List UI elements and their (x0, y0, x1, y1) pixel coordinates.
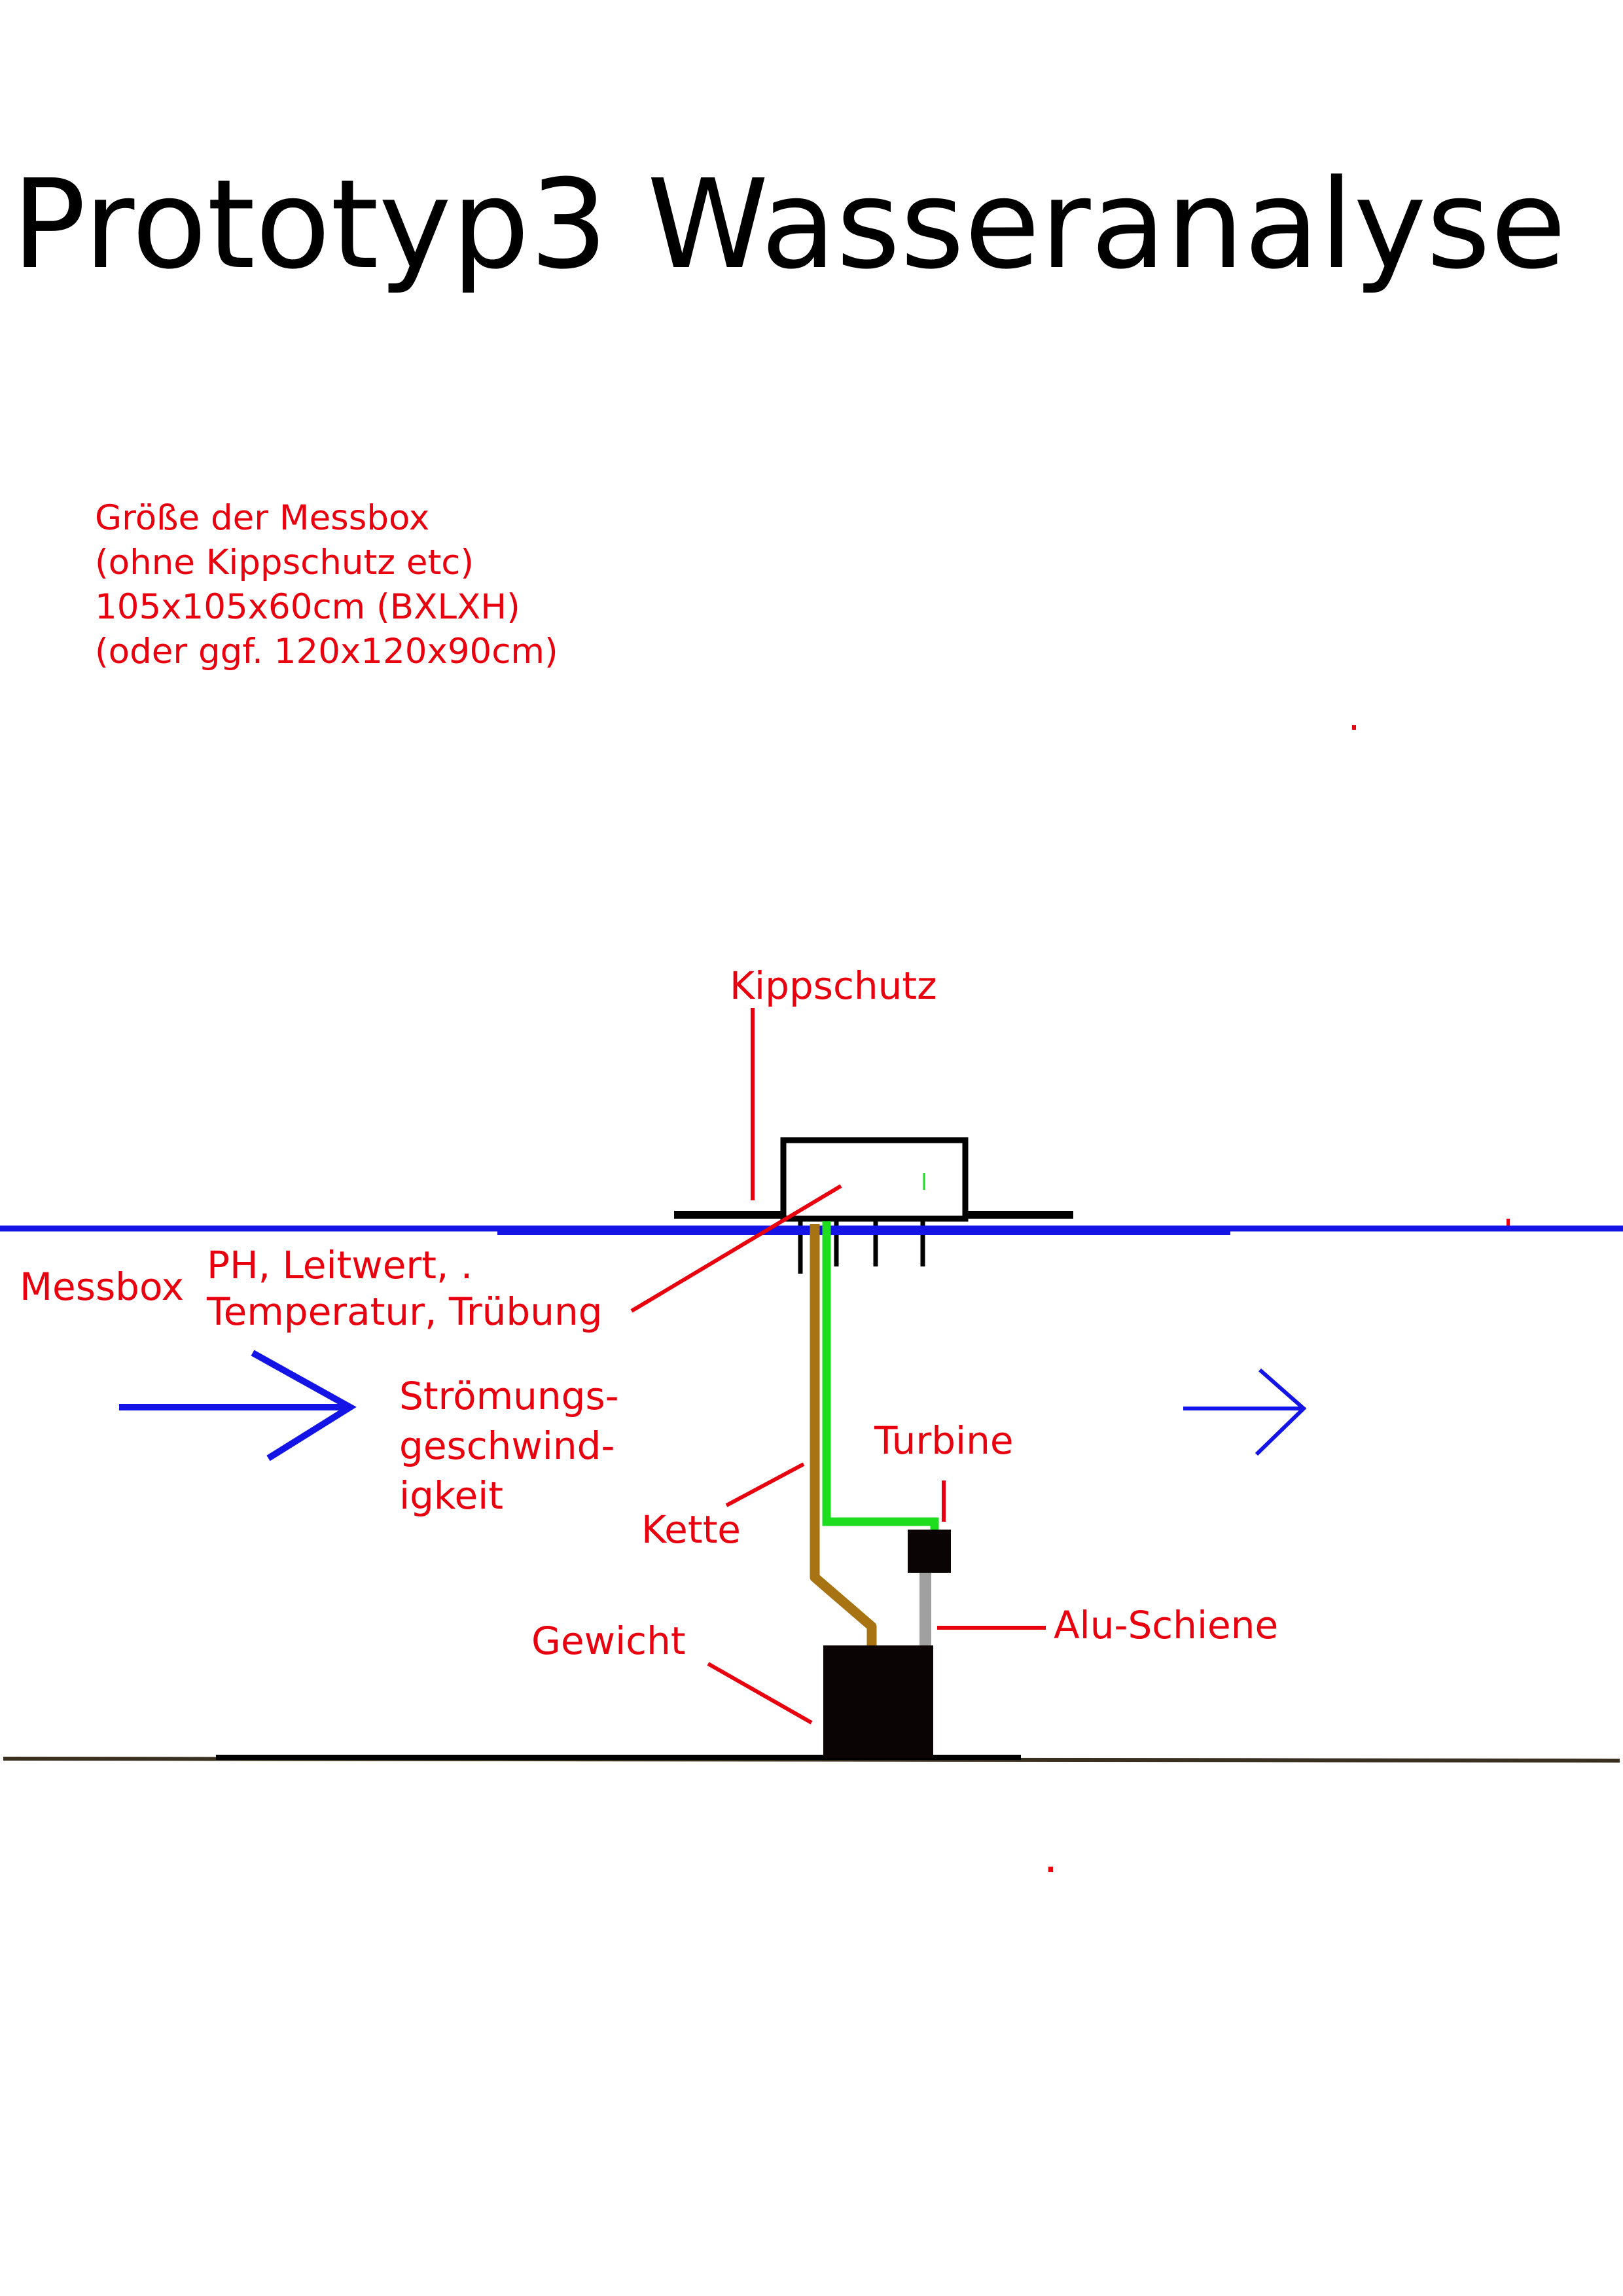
stray-dot (1048, 1867, 1053, 1872)
flow-arrow-left (119, 1350, 357, 1462)
turbine-cable (822, 1221, 939, 1541)
page-title: Prototyp3 Wasseranalyse (12, 153, 1567, 296)
label-messbox: Messbox (20, 1265, 185, 1309)
label-flow-line2: geschwind- (399, 1424, 615, 1468)
size-note-line: (ohne Kippschutz etc) (95, 543, 474, 583)
stray-dot (1507, 1219, 1510, 1229)
label-flow-line1: Strömungs- (399, 1374, 619, 1418)
turbine (908, 1530, 951, 1573)
size-note-line: 105x105x60cm (BXLXH) (95, 587, 520, 627)
label-alu-schiene: Alu-Schiene (1054, 1603, 1279, 1647)
flow-arrow-right (1183, 1368, 1307, 1456)
gewicht-leader (707, 1662, 813, 1725)
alu-rail (919, 1573, 931, 1651)
label-flow-line3: igkeit (399, 1473, 503, 1518)
label-turbine: Turbine (874, 1418, 1014, 1463)
kette-leader (725, 1462, 805, 1507)
label-sensors-line2: Temperatur, Trübung (207, 1289, 603, 1334)
label-sensors-line1: PH, Leitwert, . (207, 1243, 473, 1287)
size-note-line: Größe der Messbox (95, 498, 430, 538)
label-kette: Kette (641, 1507, 741, 1552)
size-note: Größe der Messbox (ohne Kippschutz etc) … (95, 496, 558, 674)
stray-dot (1352, 725, 1356, 730)
label-kippschutz: Kippschutz (730, 963, 937, 1008)
label-gewicht: Gewicht (531, 1619, 686, 1663)
sensor-leader (630, 1184, 842, 1313)
chain (810, 1224, 877, 1656)
kippschutz-plate-left (674, 1211, 785, 1219)
kippschutz-plate-right (965, 1211, 1073, 1219)
weight (823, 1645, 933, 1758)
messbox (780, 1137, 969, 1222)
size-note-line: (oder ggf. 120x120x90cm) (95, 632, 558, 672)
